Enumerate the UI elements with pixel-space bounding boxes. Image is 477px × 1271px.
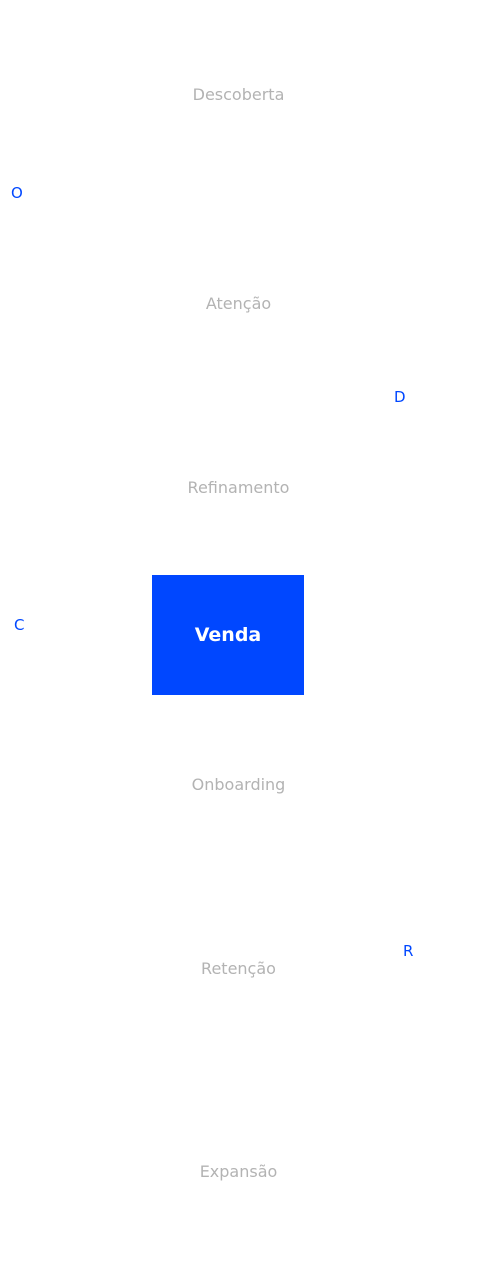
letter-r: R <box>403 942 414 960</box>
stage-venda-label: Venda <box>194 624 262 646</box>
stage-onboarding: Onboarding <box>191 775 286 794</box>
stage-atencao: Atenção <box>205 294 272 313</box>
stage-expansao: Expansão <box>199 1162 278 1181</box>
stage-descoberta: Descoberta <box>192 85 285 104</box>
letter-c: C <box>14 616 25 634</box>
stage-venda-box[interactable]: Venda <box>152 575 304 695</box>
letter-o: O <box>11 184 23 202</box>
letter-d: D <box>394 388 406 406</box>
stage-retencao: Retenção <box>201 959 276 978</box>
stage-refinamento: Refinamento <box>187 478 290 497</box>
